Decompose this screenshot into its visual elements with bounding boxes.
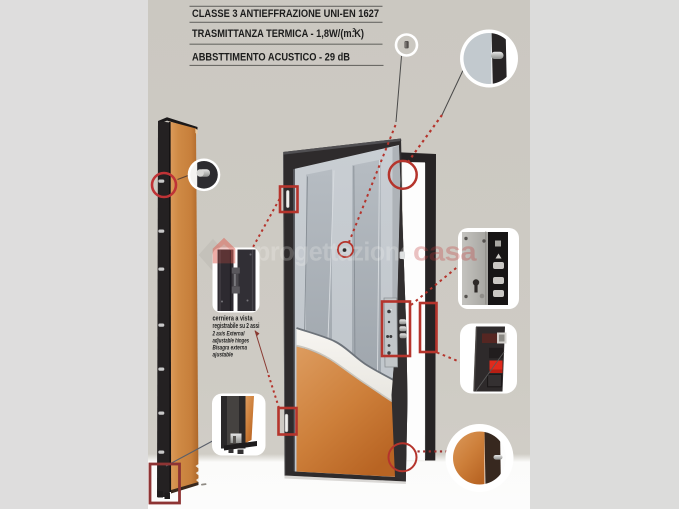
svg-text:registrabile su 2 assi: registrabile su 2 assi bbox=[213, 321, 260, 330]
svg-text:2: 2 bbox=[352, 28, 355, 34]
svg-text:CLASSE 3 ANTIEFFRAZIONE UNI-EN: CLASSE 3 ANTIEFFRAZIONE UNI-EN 1627 bbox=[192, 8, 379, 20]
svg-text:Bisagra externa: Bisagra externa bbox=[213, 345, 248, 352]
svg-text:adjustable hinges: adjustable hinges bbox=[213, 338, 250, 345]
svg-text:cerniera a vista: cerniera a vista bbox=[213, 314, 254, 323]
svg-text:2 axis External: 2 axis External bbox=[212, 331, 245, 338]
svg-text:TRASMITTANZA TERMICA - 1,8W/(m: TRASMITTANZA TERMICA - 1,8W/(m.K) bbox=[192, 28, 364, 40]
svg-text:ajustable: ajustable bbox=[213, 352, 234, 359]
svg-text:progettazionecasa: progettazionecasa bbox=[255, 239, 478, 267]
svg-text:ABBSTTIMENTO ACUSTICO - 29 dB: ABBSTTIMENTO ACUSTICO - 29 dB bbox=[192, 51, 350, 63]
